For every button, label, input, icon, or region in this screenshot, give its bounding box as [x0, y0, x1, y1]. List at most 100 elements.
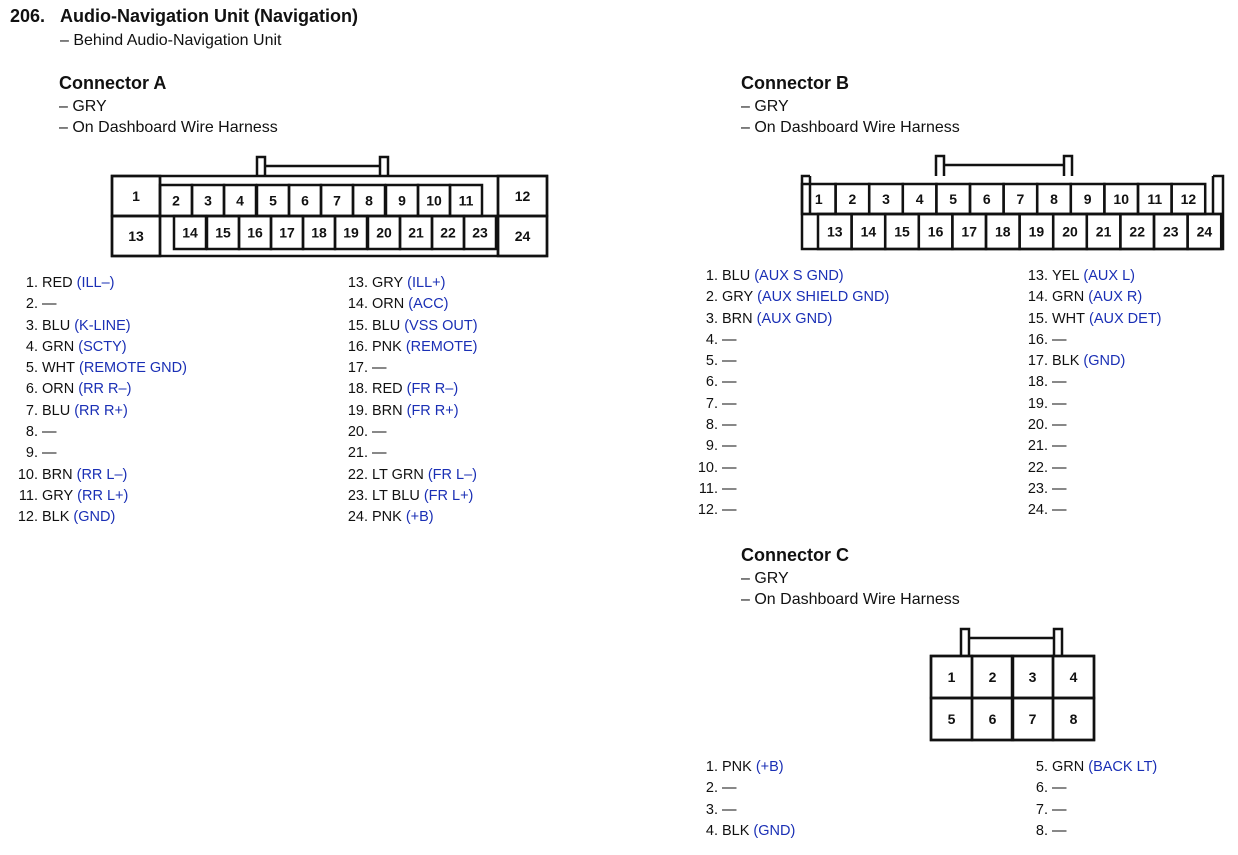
pin-number: 19.	[1027, 395, 1048, 412]
wire-color: —	[1052, 374, 1067, 391]
pin-function: (RR R–)	[78, 381, 132, 398]
pin-row: 16.PNK(REMOTE)	[338, 337, 478, 358]
pin-label: 18	[311, 225, 327, 241]
pin-label: 9	[398, 193, 406, 209]
wire-color: —	[372, 424, 387, 441]
pin-number: 22.	[347, 466, 368, 483]
pin-number: 11.	[18, 487, 38, 504]
pin-row: 12.BLK(GND)	[8, 507, 187, 528]
pin-row: 13.GRY(ILL+)	[338, 273, 478, 294]
wire-color: GRN	[42, 338, 75, 355]
pin-function: (AUX S GND)	[754, 268, 844, 284]
connector-a-pins-left: 1.RED(ILL–)2.—3.BLU(K-LINE)4.GRN(SCTY)5.…	[8, 273, 187, 529]
connector-a-pins-right: 13.GRY(ILL+)14.ORN(ACC)15.BLU(VSS OUT)16…	[338, 273, 478, 529]
pin-cell	[1051, 696, 1096, 742]
wire-color: BLK	[1052, 353, 1080, 370]
wire-color: —	[1052, 801, 1067, 818]
connector-c-color: – GRY	[741, 570, 789, 587]
connector-a-harness: – On Dashboard Wire Harness	[59, 119, 278, 136]
pin-row: 4.—	[688, 330, 889, 351]
pin-label: 10	[1113, 191, 1129, 207]
pin-row: 3.—	[688, 800, 795, 821]
pin-number: 15.	[1027, 310, 1048, 327]
pin-row: 14.GRN(AUX R)	[1018, 287, 1162, 308]
pin-label: 2	[989, 669, 997, 685]
wire-color: LT GRN	[372, 466, 424, 483]
pin-label: 19	[1029, 224, 1045, 240]
pin-number: 11.	[698, 480, 718, 497]
pin-row: 9.—	[8, 443, 187, 464]
wire-color: —	[1052, 438, 1067, 455]
pin-number: 21.	[347, 445, 368, 462]
connector-c-title: Connector C	[741, 545, 849, 565]
pin-label: 1	[132, 188, 140, 204]
wire-color: BRN	[372, 402, 403, 419]
pin-label: 4	[236, 193, 244, 209]
pin-label: 10	[426, 193, 442, 209]
pin-number: 3.	[705, 801, 718, 818]
pin-cell	[1186, 212, 1223, 251]
pin-number: 9.	[25, 445, 38, 462]
page-title: 206.Audio-Navigation Unit (Navigation)	[10, 6, 358, 27]
wire-color: RED	[42, 275, 73, 291]
pin-number: 1.	[25, 275, 38, 291]
pin-function: (FR R+)	[406, 402, 459, 419]
pin-label: 19	[343, 225, 359, 241]
pin-label: 20	[1062, 224, 1078, 240]
pin-row: 16.—	[1018, 330, 1162, 351]
pin-number: 3.	[705, 310, 718, 327]
pin-row: 20.—	[1018, 415, 1162, 436]
pin-number: 22.	[1027, 459, 1048, 476]
pin-label: 1	[948, 669, 956, 685]
pin-label: 2	[849, 191, 857, 207]
wire-color: —	[1052, 780, 1067, 797]
wire-color: BRN	[722, 310, 753, 327]
pin-label: 15	[215, 225, 231, 241]
pin-label: 7	[1017, 191, 1025, 207]
pin-row: 1.PNK(+B)	[688, 757, 795, 778]
pin-number: 12.	[17, 509, 38, 526]
pin-cell	[110, 214, 162, 258]
pin-number: 13.	[1027, 268, 1048, 284]
pin-cell	[496, 214, 549, 258]
pin-label: 17	[961, 224, 977, 240]
pin-row: 1.BLU(AUX S GND)	[688, 266, 889, 287]
pin-label: 12	[515, 188, 531, 204]
pin-function: (RR R+)	[74, 402, 128, 419]
pin-function: (AUX R)	[1088, 289, 1143, 306]
pin-label: 12	[1181, 191, 1197, 207]
pin-number: 3.	[25, 317, 38, 334]
wire-color: —	[1052, 417, 1067, 434]
pin-number: 10.	[17, 466, 38, 483]
pin-label: 18	[995, 224, 1011, 240]
connector-b-harness: – On Dashboard Wire Harness	[741, 119, 960, 136]
pin-function: (AUX L)	[1083, 268, 1135, 284]
wire-color: PNK	[372, 509, 402, 526]
wire-color: —	[42, 424, 57, 441]
connector-a-color: – GRY	[59, 98, 107, 115]
pin-label: 21	[408, 225, 424, 241]
wire-color: GRY	[372, 275, 404, 291]
pin-function: (SCTY)	[78, 338, 127, 355]
pin-row: 18.—	[1018, 372, 1162, 393]
wire-color: BLK	[42, 509, 70, 526]
wire-color: WHT	[1052, 310, 1086, 327]
wire-color: BLK	[722, 822, 750, 839]
pin-row: 6.—	[688, 372, 889, 393]
wire-color: —	[42, 445, 57, 462]
pin-number: 15.	[347, 317, 368, 334]
wire-color: —	[722, 374, 737, 391]
pin-label: 3	[204, 193, 212, 209]
pin-number: 8.	[25, 424, 38, 441]
pin-label: 22	[440, 225, 456, 241]
connector-b-title: Connector B	[741, 73, 849, 93]
wire-color: —	[1052, 822, 1067, 839]
pin-number: 13.	[347, 275, 368, 291]
pin-function: (AUX DET)	[1089, 310, 1162, 327]
wire-color: BLU	[722, 268, 751, 284]
pin-number: 16.	[1027, 331, 1048, 348]
connector-c-pins-right: 5.GRN(BACK LT)6.—7.—8.—	[1018, 757, 1157, 842]
pin-number: 24.	[1027, 502, 1048, 519]
pin-number: 21.	[1027, 438, 1048, 455]
